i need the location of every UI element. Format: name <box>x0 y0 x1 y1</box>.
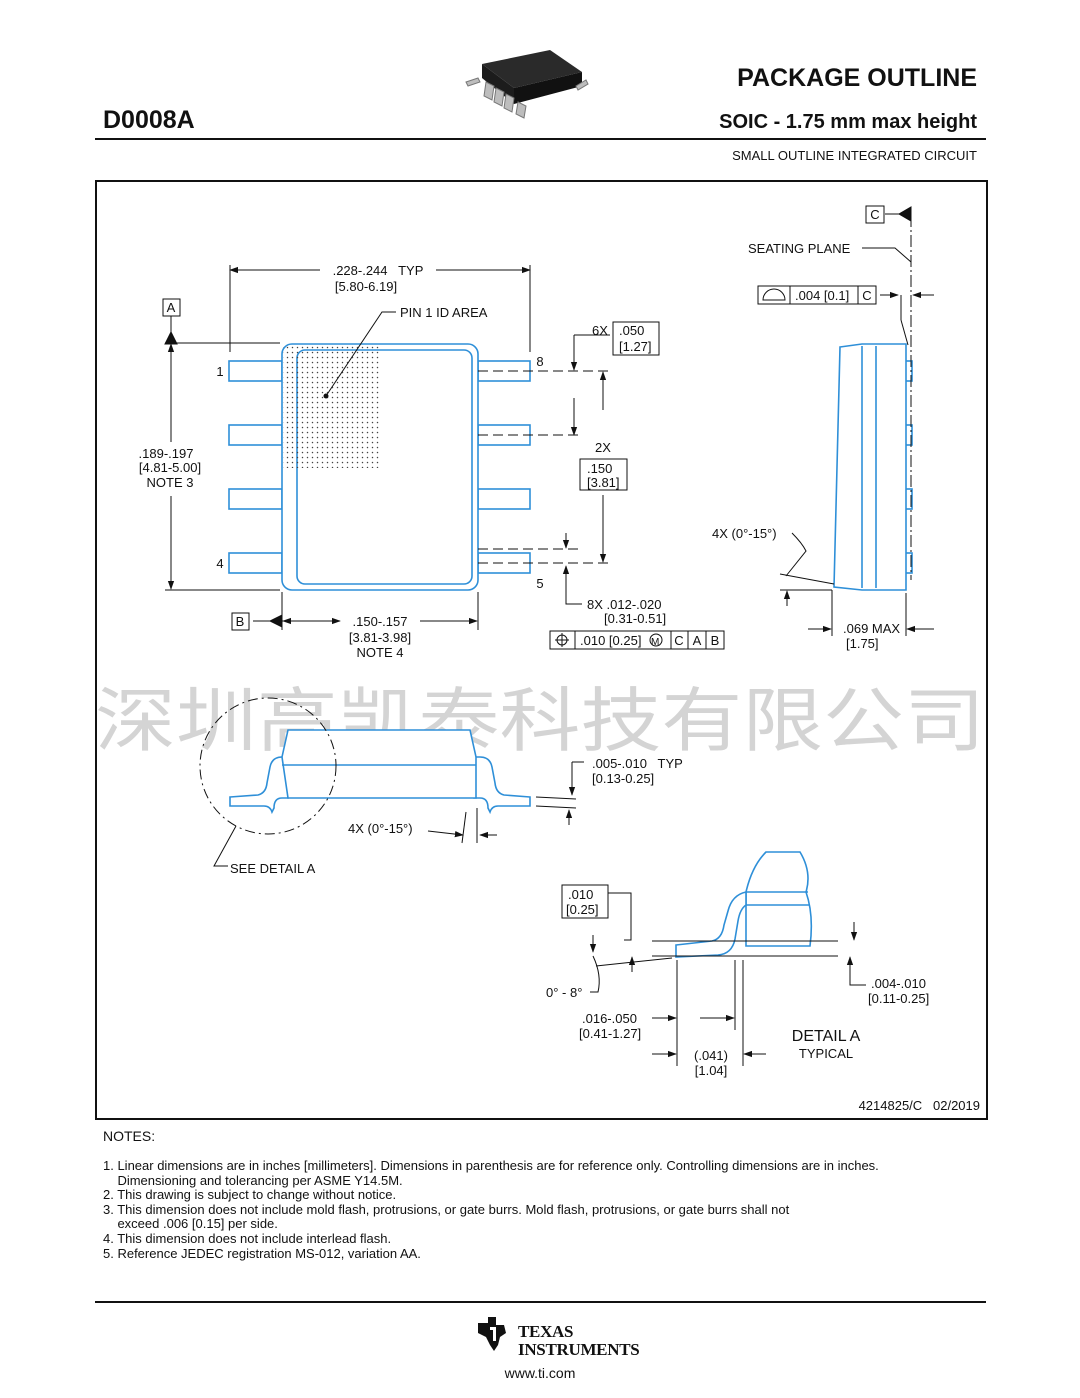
height-max: .069 MAX <box>843 621 900 636</box>
side-view <box>229 729 531 815</box>
seating-plane: SEATING PLANE <box>748 241 851 256</box>
footer-url[interactable]: www.ti.com <box>504 1365 576 1381</box>
body-width: .150-.157 <box>353 614 408 629</box>
brand-line2: INSTRUMENTS <box>518 1340 640 1359</box>
datum-a <box>162 298 181 345</box>
end-view <box>833 343 913 591</box>
page-title: PACKAGE OUTLINE <box>737 64 977 92</box>
length-dim-mm: [4.81-5.00] <box>139 460 201 475</box>
pitch: .050 <box>619 323 644 338</box>
note-item: 2. This drawing is subject to change wit… <box>103 1187 397 1203</box>
doc-number: 4214825/C 02/2019 <box>859 1098 980 1113</box>
note-item: 3. This dimension does not include mold … <box>103 1201 790 1232</box>
body-width-note: NOTE 4 <box>357 645 404 660</box>
ti-logo-icon <box>478 1317 506 1351</box>
page-subtitle: SOIC - 1.75 mm max height <box>719 111 977 133</box>
height-max-mm: [1.75] <box>846 636 879 651</box>
see-detail: SEE DETAIL A <box>230 861 316 876</box>
watermark: 深圳高凯泰科技有限公司 <box>95 682 985 760</box>
pitch-mm: [1.27] <box>619 339 652 354</box>
width-typ: .228-.244 TYP <box>333 263 424 278</box>
length-dim: .189-.197 <box>139 446 194 461</box>
lead-thickness-mm: [0.11-0.25] <box>868 991 929 1006</box>
lead-thickness: .004-.010 <box>871 976 926 991</box>
note-item: 5. Reference JEDEC registration MS-012, … <box>103 1245 421 1261</box>
length-note: NOTE 3 <box>147 475 194 490</box>
datum-c-label: C <box>870 207 879 222</box>
flatness-ref: C <box>862 288 871 303</box>
header-divider <box>95 138 986 140</box>
package-code: D0008A <box>103 106 195 134</box>
pin-8-label: 8 <box>536 354 543 369</box>
span: .150 <box>587 461 612 476</box>
standoff: .005-.010 TYP <box>592 756 683 771</box>
gauge-mm: [0.25] <box>566 902 599 917</box>
position-ref-a: A <box>693 633 702 648</box>
pin-1-label: 1 <box>216 364 223 379</box>
foot-angle: 0° - 8° <box>546 985 582 1000</box>
foot-length: .016-.050 <box>582 1011 637 1026</box>
datum-b-label: B <box>236 614 245 629</box>
position-tolerance-frame <box>549 630 725 650</box>
pin1-id-label: PIN 1 ID AREA <box>400 305 488 320</box>
footprint-ref-mm: [1.04] <box>695 1063 728 1078</box>
pin-5-label: 5 <box>536 576 543 591</box>
datum-a-label: A <box>167 300 176 315</box>
position-ref-b: B <box>711 633 720 648</box>
position-tolerance: .010 [0.25] <box>580 633 641 648</box>
flatness: .004 [0.1] <box>795 288 849 303</box>
detail-title: DETAIL A <box>792 1028 861 1045</box>
position-ref-c: C <box>674 633 683 648</box>
flatness-frame <box>757 285 877 305</box>
note-item: 4. This dimension does not include inter… <box>103 1230 392 1246</box>
notes-list: 1. Linear dimensions are in inches [mill… <box>103 1158 1003 1261</box>
notes-heading: NOTES: <box>103 1128 156 1144</box>
detail-sub: TYPICAL <box>799 1046 853 1061</box>
standoff-mm: [0.13-0.25] <box>592 771 654 786</box>
gauge: .010 <box>568 887 593 902</box>
pitch-count: 6X <box>592 323 608 338</box>
note-item: 1. Linear dimensions are in inches [mill… <box>103 1158 879 1188</box>
soic-package-icon <box>465 50 589 119</box>
body-width-mm: [3.81-3.98] <box>349 630 411 645</box>
svg-text:M: M <box>651 637 659 648</box>
datum-b <box>231 612 283 631</box>
pin1-id-area <box>283 345 380 468</box>
angle-4x-side: 4X (0°-15°) <box>348 821 413 836</box>
foot-length-mm: [0.41-1.27] <box>579 1026 641 1041</box>
pin-4-label: 4 <box>216 556 223 571</box>
lead-width: 8X .012-.020 <box>587 597 661 612</box>
drawing-frame <box>95 180 988 1120</box>
span-mm: [3.81] <box>587 475 620 490</box>
width-typ-mm: [5.80-6.19] <box>335 279 397 294</box>
lead-width-mm: [0.31-0.51] <box>604 611 666 626</box>
footer-divider <box>95 1301 986 1303</box>
brand-line1: TEXAS <box>518 1322 574 1341</box>
footprint-ref: (.041) <box>694 1048 728 1063</box>
angle-4x-top: 4X (0°-15°) <box>712 526 777 541</box>
package-description: SMALL OUTLINE INTEGRATED CIRCUIT <box>732 148 977 163</box>
span-count: 2X <box>595 440 611 455</box>
